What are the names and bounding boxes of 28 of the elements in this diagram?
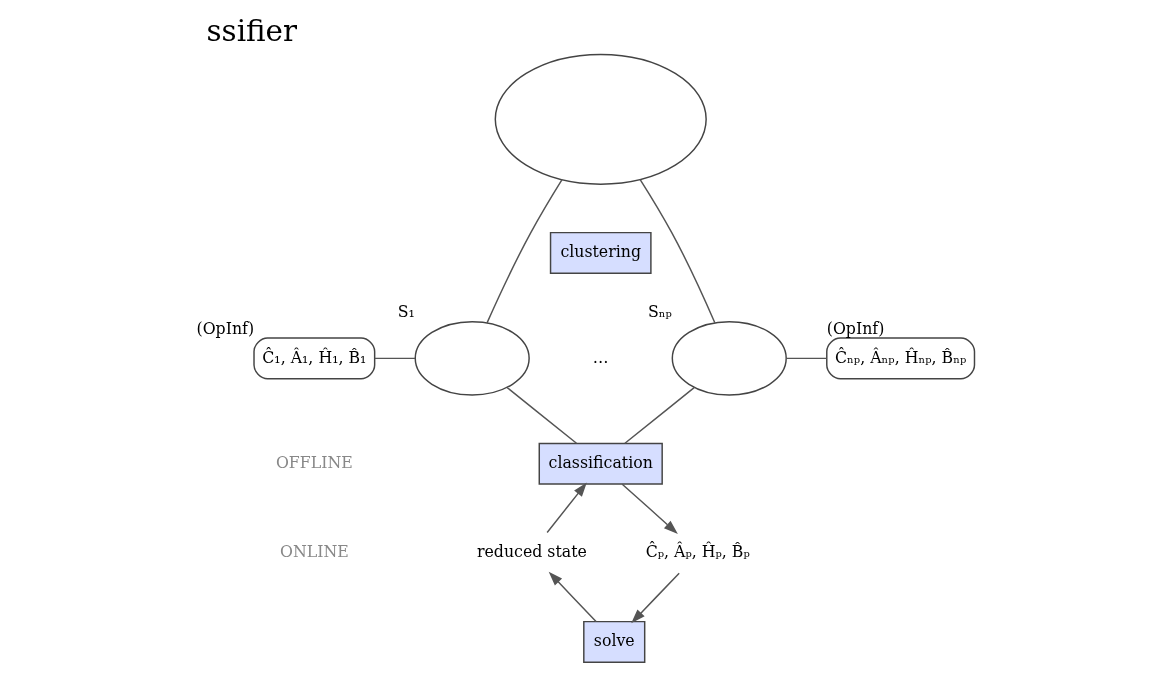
arrow [621, 483, 678, 534]
diagram-title: ssifier [206, 13, 297, 48]
node-ellipse [671, 320, 787, 396]
node-box: Ĉ₁, Â₁, Ĥ₁, B̂₁ [252, 337, 375, 380]
arrow [545, 482, 587, 534]
node-text: reduced state [476, 542, 587, 562]
node-label: S₁ [397, 302, 415, 322]
node-ellipse [414, 320, 530, 396]
connector [623, 386, 695, 444]
label: OFFLINE [275, 452, 353, 472]
arrow [630, 572, 680, 624]
connector [505, 386, 577, 444]
connector [373, 357, 416, 360]
node-label: Sₙₚ [647, 302, 672, 322]
label: ONLINE [279, 542, 349, 562]
node-text: Ĉₚ, Âₚ, Ĥₚ, B̂ₚ [645, 542, 750, 562]
connector [638, 178, 716, 324]
node-box: clustering [549, 231, 652, 274]
node-label: (OpInf) [826, 318, 884, 338]
node-ellipse [494, 53, 707, 185]
node-box: classification [538, 442, 663, 485]
label: … [592, 347, 609, 367]
node-label: (OpInf) [195, 318, 254, 338]
connector [485, 178, 563, 324]
arrow [548, 571, 597, 623]
connector [785, 357, 827, 360]
node-box: Ĉₙₚ, Âₙₚ, Ĥₙₚ, B̂ₙₚ [825, 337, 975, 380]
node-box: solve [582, 620, 645, 663]
